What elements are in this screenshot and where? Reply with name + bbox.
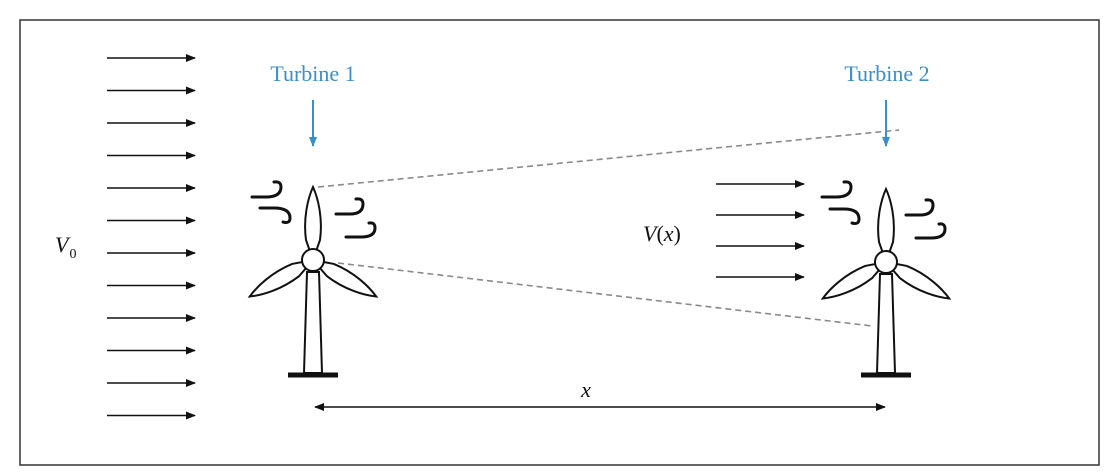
wake-speed-open-paren: ( bbox=[656, 221, 663, 246]
wake-lower-boundary bbox=[337, 262, 873, 327]
wake-speed-close-paren: ) bbox=[674, 221, 681, 246]
wake-arrows bbox=[716, 180, 805, 281]
gust-wind-gust-icon bbox=[334, 197, 377, 239]
wake-velocity-label: V(x) bbox=[643, 221, 681, 246]
free-stream-subscript: 0 bbox=[69, 247, 76, 262]
diagram-frame bbox=[19, 19, 1100, 466]
gust-wind-gust-icon bbox=[820, 180, 861, 225]
wake-speed-variable: x bbox=[663, 221, 674, 246]
free-stream-arrows bbox=[107, 54, 196, 420]
turbine-1-label: Turbine 1 bbox=[270, 61, 355, 86]
gust-wind-gust-icon bbox=[250, 180, 292, 224]
distance-label: x bbox=[580, 377, 591, 402]
free-stream-velocity-label: V0 bbox=[55, 232, 76, 262]
gust-wind-gust-icon bbox=[904, 198, 947, 240]
turbine-2-label: Turbine 2 bbox=[844, 61, 929, 86]
turbine-1-wind-turbine-icon bbox=[247, 184, 379, 378]
wake-speed-symbol: V bbox=[643, 221, 659, 246]
free-stream-symbol: V bbox=[55, 232, 71, 257]
turbine-2-wind-turbine-icon bbox=[820, 186, 952, 378]
wake-upper-boundary bbox=[317, 129, 900, 188]
